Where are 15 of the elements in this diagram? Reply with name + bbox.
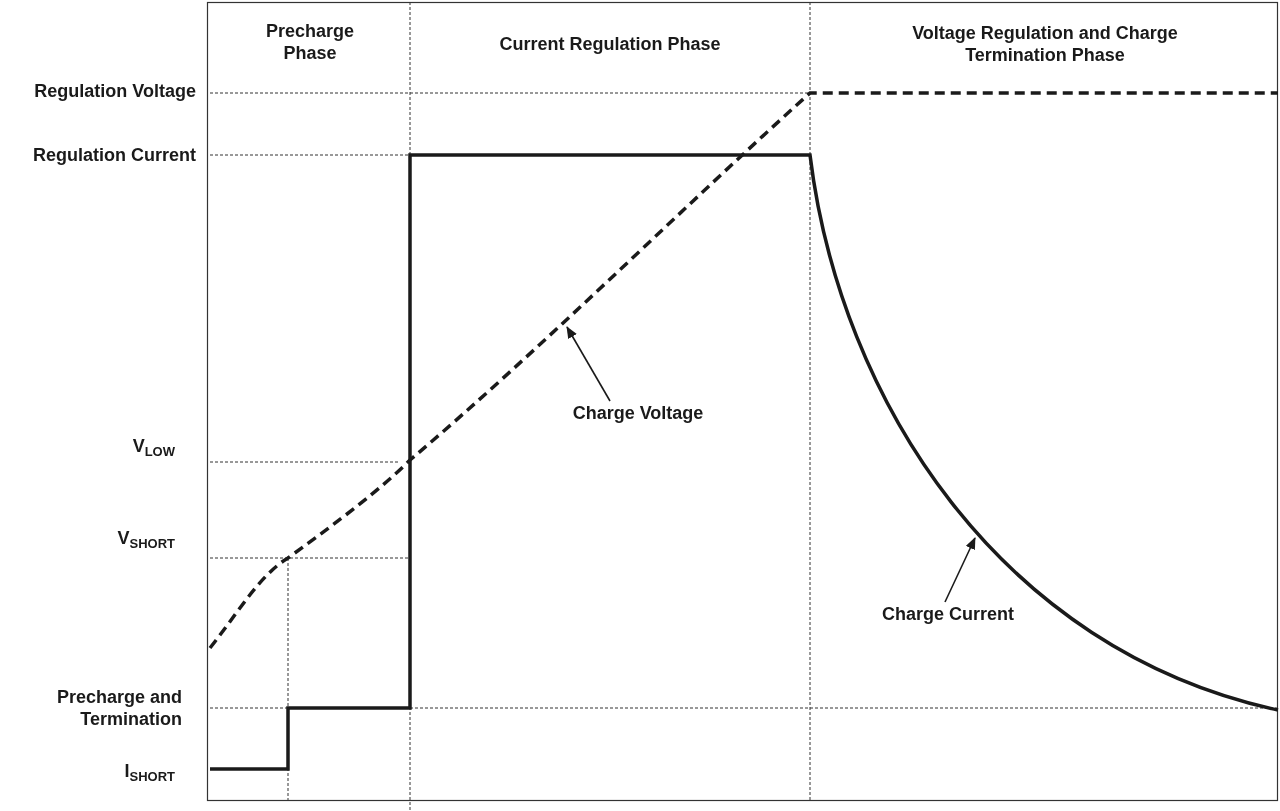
curve-label: Charge Voltage: [558, 402, 718, 424]
leader-arrow: [566, 326, 611, 402]
leader-arrow: [944, 537, 976, 603]
phase-label: Precharge Phase: [264, 20, 356, 64]
phase-label: Current Regulation Phase: [498, 33, 722, 55]
phase-label: Voltage Regulation and Charge Termination Phase: [911, 22, 1179, 66]
charge-current-curve: [210, 153, 1279, 771]
level-label: Precharge and Termination: [55, 686, 182, 730]
level-label: Regulation Voltage: [33, 80, 196, 102]
curve-label: Charge Current: [868, 603, 1028, 625]
level-label: V$_{LOW}$: [131, 435, 175, 457]
level-label: I$_{SHORT}$: [123, 760, 175, 782]
charge-voltage-curve: [208, 91, 1278, 650]
level-label: Regulation Current: [32, 144, 196, 166]
level-label: V$_{SHORT}$: [116, 527, 175, 549]
